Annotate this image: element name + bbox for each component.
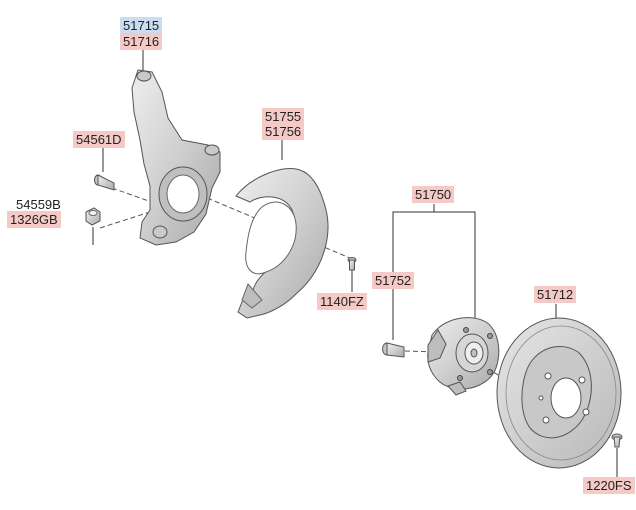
- label-51752[interactable]: 51752: [372, 272, 415, 289]
- hub-bolt-51752[interactable]: [382, 342, 405, 358]
- screw-1140fz[interactable]: [347, 257, 357, 271]
- label-54559b[interactable]: 54559B: [16, 197, 61, 212]
- label-51716[interactable]: 51716: [120, 33, 163, 50]
- label-1220fs[interactable]: 1220FS: [583, 477, 635, 494]
- bolt-54561d[interactable]: [94, 174, 115, 191]
- nut-1326gb[interactable]: [85, 207, 101, 226]
- leader-lines: [92, 50, 618, 477]
- dust-cover[interactable]: [235, 168, 329, 319]
- screw-1220fs[interactable]: [611, 433, 623, 448]
- label-51715[interactable]: 51715: [120, 17, 163, 34]
- label-51755[interactable]: 51755: [262, 108, 305, 125]
- brake-disc[interactable]: [496, 317, 622, 469]
- label-51712[interactable]: 51712: [534, 286, 577, 303]
- label-1326gb[interactable]: 1326GB: [7, 211, 61, 228]
- label-51756[interactable]: 51756: [262, 123, 305, 140]
- label-54561d[interactable]: 54561D: [73, 131, 125, 148]
- hub-assembly[interactable]: [427, 317, 500, 396]
- label-1140fz[interactable]: 1140FZ: [317, 293, 367, 310]
- steering-knuckle[interactable]: [131, 69, 221, 246]
- label-51750[interactable]: 51750: [412, 186, 455, 203]
